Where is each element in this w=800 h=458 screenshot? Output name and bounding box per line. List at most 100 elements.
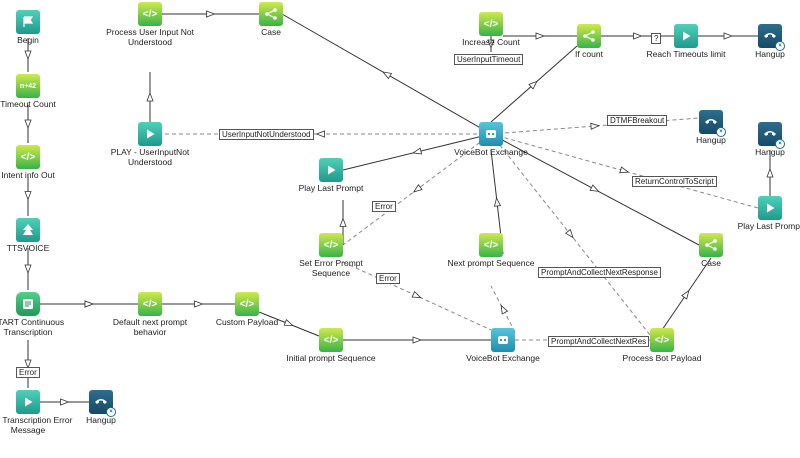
node-label: Hangup [755,147,785,157]
play-icon [319,158,343,182]
bot-icon [479,122,503,146]
node-case-right[interactable]: Case [661,233,761,269]
flag-icon [16,10,40,34]
phone-hangup-icon: × [89,390,116,417]
close-icon: × [716,127,726,137]
code-icon: </> [138,292,162,316]
edge-arrow [493,196,502,207]
node-label: PLAY - UserInputNot Understood [110,147,190,167]
node-if-count[interactable]: If count [539,24,639,60]
edge-arrow [500,304,509,315]
node-default-next-prompt[interactable]: </> Default next prompt behavior [100,292,200,337]
edge-arrow [589,184,600,192]
edge-arrow [24,359,32,370]
node-label: Case [261,27,281,37]
node-begin[interactable]: Begin [0,10,78,46]
node-case-top[interactable]: Case [221,2,321,38]
node-voicebot-exchange-bottom[interactable]: VoiceBot Exchange [453,328,553,364]
edge-arrow [412,183,423,193]
node-label: Custom Payload [215,317,279,327]
node-label: Set Error Prompt Sequence [299,258,363,278]
play-icon [138,122,162,146]
node-play-userinput[interactable]: PLAY - UserInputNot Understood [100,122,200,167]
edge-arrow [283,319,294,326]
node-hangup-bottom[interactable]: × Hangup [51,390,151,426]
node-intent-info-out[interactable]: </> Intent info Out [0,145,78,181]
edge-arrow [194,300,204,308]
code-icon: </> [479,12,503,36]
node-set-error-prompt[interactable]: </> Set Error Prompt Sequence [281,233,381,278]
edge-arrow [24,50,32,61]
node-label: Hangup [696,135,726,145]
branch-icon [259,2,283,26]
close-icon: × [775,41,785,51]
bot-icon [491,328,515,352]
node-hangup-top[interactable]: × Hangup [720,24,800,60]
edge-arrow [146,91,154,102]
edge-arrow [339,217,347,227]
node-label: Increase Count [462,37,520,47]
edge-label-error-main: Error [372,201,396,212]
node-next-prompt-sequence[interactable]: </> Next prompt Sequence [441,233,541,269]
node-label: Play Transcription Error Message [0,415,73,435]
node-process-user-input[interactable]: </> Process User Input Not Understood [100,2,200,47]
edge-label-user-input-timeout: UserInputTimeout [454,54,524,65]
node-process-bot-payload[interactable]: </> Process Bot Payload [612,328,712,364]
counter-icon: n+42 [16,74,40,98]
edge-arrow [206,10,216,18]
edge-label-if-count-question: ? [651,33,662,44]
node-label: Reach Timeouts limit [646,49,726,59]
node-label: Hangup [755,49,785,59]
node-hangup-dtmf[interactable]: × Hangup [661,110,761,146]
node-voicebot-exchange-main[interactable]: VoiceBot Exchange [441,122,541,158]
node-custom-payload[interactable]: </> Custom Payload [197,292,297,328]
node-play-last-prompt-right[interactable]: Play Last Prompt [720,196,800,232]
node-label: If count [575,49,603,59]
edge-arrow [60,398,70,406]
code-icon: </> [319,233,343,257]
flow-edge [490,285,516,333]
edge-arrow [412,147,423,155]
close-icon: × [775,139,785,149]
edge-arrow [590,122,601,130]
node-initial-prompt-sequence[interactable]: </> Initial prompt Sequence [281,328,381,364]
node-ttsvoice[interactable]: TTSVOICE [0,218,78,254]
node-start-transcription[interactable]: START Continuous Transcription [0,292,78,337]
phone-hangup-icon: × [758,24,785,51]
node-label: Begin [17,35,39,45]
edge-arrow [535,32,546,40]
edge-arrow [24,119,32,130]
play-icon [674,24,698,48]
node-reach-timeouts[interactable]: Reach Timeouts limit [636,24,736,60]
play-icon [758,196,782,220]
code-icon: </> [138,2,162,26]
node-play-transcription-error[interactable]: Play Transcription Error Message [0,390,78,435]
node-label: Process Bot Payload [622,353,702,363]
node-timeout-count[interactable]: n+42 Timeout Count [0,74,78,110]
edge-arrow [84,300,95,308]
branch-icon [577,24,601,48]
node-label: Play Last Prompt [737,221,800,231]
node-hangup-right[interactable]: × Hangup [720,122,800,158]
node-label: Intent info Out [1,170,55,180]
node-label: VoiceBot Exchange [454,147,528,157]
code-icon: </> [319,328,343,352]
node-label: Play Last Prompt [298,183,364,193]
play-icon [16,390,40,414]
transcription-icon [16,292,40,316]
code-icon: </> [479,233,503,257]
node-label: TTSVOICE [6,243,50,253]
edge-arrow [24,191,32,201]
node-label: VoiceBot Exchange [466,353,540,363]
node-play-last-prompt-left[interactable]: Play Last Prompt [281,158,381,194]
edge-arrow [619,166,630,174]
code-icon: </> [16,145,40,169]
code-icon: </> [650,328,674,352]
node-increase-count[interactable]: </> Increase Count [441,12,541,48]
edge-label-user-input-not-understood: UserInputNotUnderstood [219,129,314,140]
node-label: Default next prompt behavior [112,317,188,337]
edge-label-return-control: ReturnControlToScript [632,176,717,187]
edge-label-dtmf-breakout: DTMFBreakout [607,115,668,126]
node-label: Initial prompt Sequence [286,353,376,363]
